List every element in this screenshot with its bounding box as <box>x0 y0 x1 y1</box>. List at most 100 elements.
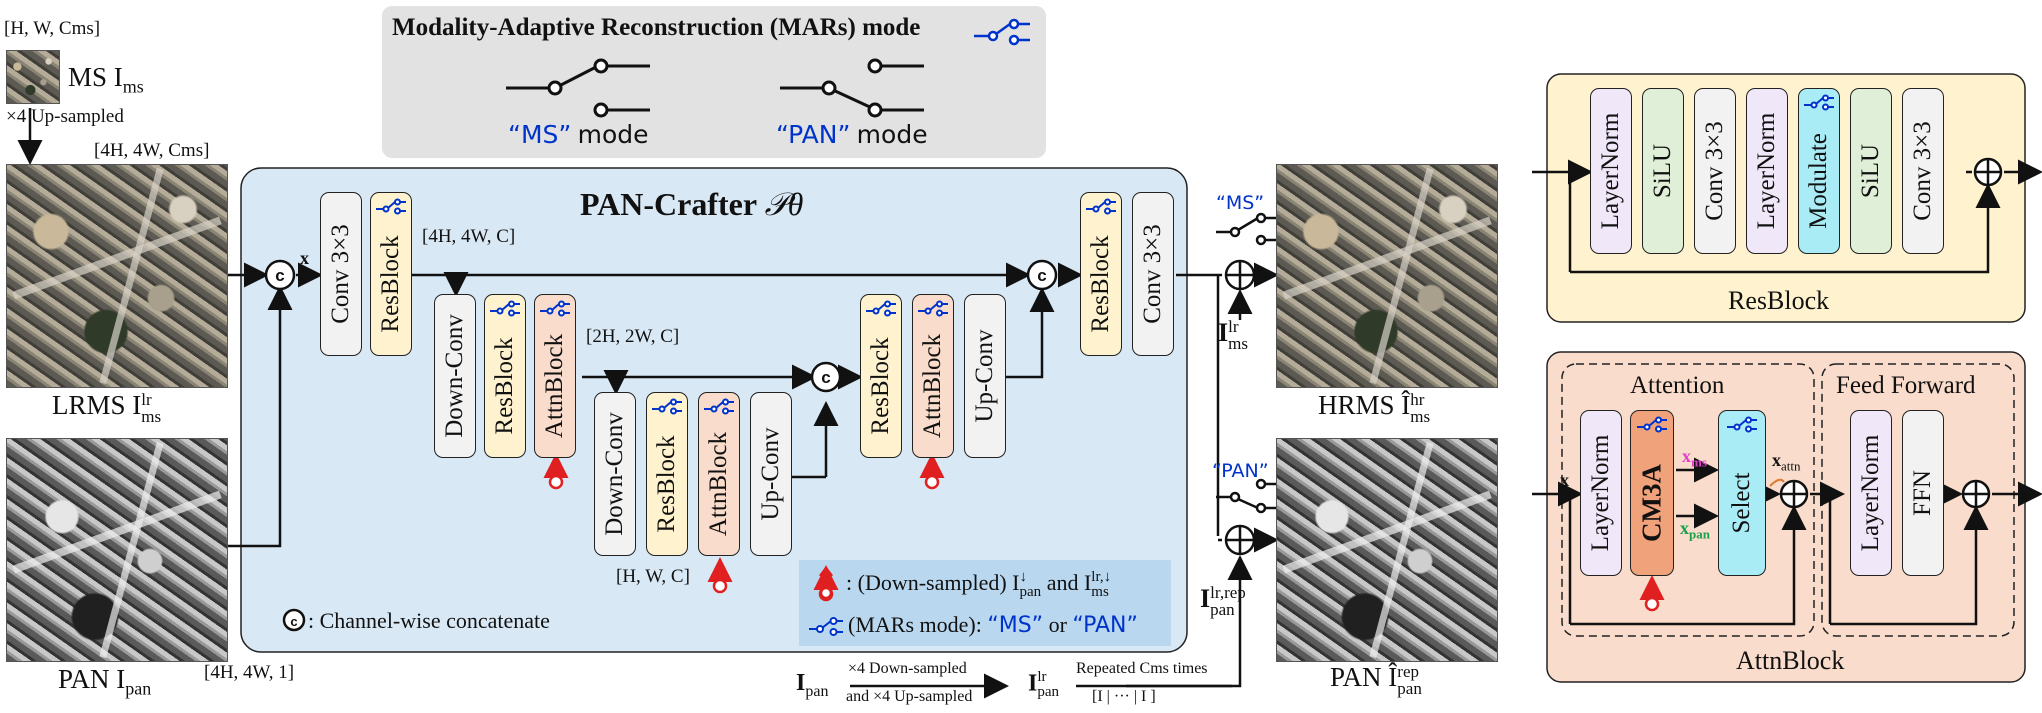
repeated-bottom: [I | ··· | I ] <box>1092 688 1156 705</box>
attnblock-detail-title: AttnBlock <box>1736 646 1845 675</box>
conv-out-label: Conv 3×3 <box>1139 224 1166 324</box>
legend-ms-sup: lr,↓ <box>1091 569 1112 585</box>
ffn-block: FFN <box>1902 410 1944 576</box>
upconv-level2: Up-Conv <box>964 294 1006 458</box>
switch-icon <box>652 398 682 415</box>
shape-level1: [4H, 4W, C] <box>422 226 516 247</box>
cm3a-label: CM3A <box>1636 463 1667 542</box>
ipan-lr-sub: pan <box>1037 684 1060 700</box>
ims-lr-sup: lr <box>1228 317 1239 337</box>
res-silu-1: SiLU <box>1642 88 1684 254</box>
downconv-label: Down-Conv <box>601 412 628 536</box>
switch-icon <box>866 300 896 317</box>
ms-input-label: MS Ims <box>68 62 144 97</box>
resblock-detail-title: ResBlock <box>1728 286 1830 315</box>
conv-in-label: Conv 3×3 <box>327 224 354 324</box>
res-item-label: SiLU <box>1649 143 1676 199</box>
output-switches <box>1216 212 1276 514</box>
resblock-level2-enc: ResBlock <box>484 294 526 458</box>
mars-legend-panel <box>382 6 1046 158</box>
attention-dashed-box <box>1561 363 1815 637</box>
switch-icon <box>1727 416 1757 433</box>
legend-pan-quote: “PAN” <box>1072 613 1138 638</box>
ms-shape-label: [H, W, Cms] <box>4 18 101 39</box>
upconv-level3: Up-Conv <box>750 392 792 556</box>
res-item-label: Conv 3×3 <box>1909 121 1936 221</box>
shape-level3: [H, W, C] <box>616 566 690 587</box>
ff-layernorm-label: LayerNorm <box>1857 434 1884 552</box>
ipan-lrrep-text: I <box>1200 584 1211 613</box>
switch-icon <box>376 198 406 215</box>
attnblock-label: AttnBlock <box>919 333 946 438</box>
ms-label-sub: ms <box>122 76 144 97</box>
hrms-label-sub: ms <box>1410 406 1431 426</box>
attn-layernorm-label: LayerNorm <box>1587 434 1614 552</box>
resblock-level1-dec: ResBlock <box>1080 192 1122 356</box>
x-attn-label: xattn <box>1772 450 1801 475</box>
output-ms-quote: “MS” <box>1216 192 1265 214</box>
pan-mode-caption: “PAN” mode <box>776 120 928 150</box>
select-block: Select <box>1718 410 1766 576</box>
attn-layernorm: LayerNorm <box>1580 410 1622 576</box>
network-title-symbol: 𝒫θ <box>764 186 804 222</box>
lrms-image <box>6 164 228 388</box>
legend-and-text: and I <box>1046 570 1092 596</box>
resblock-label: ResBlock <box>867 337 894 435</box>
resblock-label: ResBlock <box>377 235 404 333</box>
red-arrow-icon <box>819 566 833 600</box>
res-layernorm-2: LayerNorm <box>1746 88 1788 254</box>
legend-mars-text: (MARs mode): “MS” or “PAN” <box>848 612 1138 638</box>
mars-switch-icon <box>974 18 1030 46</box>
downconv-label: Down-Conv <box>441 314 468 438</box>
ms-mode-switch-diagram <box>506 58 650 118</box>
ipan-chain-sub: pan <box>805 682 829 700</box>
legend-pan-sub: pan <box>1019 584 1042 600</box>
res-item-label: Modulate <box>1805 132 1832 229</box>
switch-icon <box>490 300 520 317</box>
x-ms-text: x <box>1682 446 1691 466</box>
svg-text:c: c <box>275 266 284 285</box>
res-conv-2: Conv 3×3 <box>1902 88 1944 254</box>
switch-icon <box>1804 94 1834 111</box>
switch-icon <box>918 300 948 317</box>
downconv-level3: Down-Conv <box>594 392 636 556</box>
upconv-label: Up-Conv <box>971 329 998 423</box>
ffn-label: FFN <box>1909 470 1936 516</box>
lrms-label-sub: ms <box>141 406 162 426</box>
conv-in-block: Conv 3×3 <box>320 192 362 356</box>
x-pan-sub: pan <box>1689 526 1710 542</box>
pan-input-image <box>6 438 228 662</box>
mars-legend-switch-icon <box>809 617 843 636</box>
res-item-label: LayerNorm <box>1753 112 1780 230</box>
lrms-label-text: LRMS I <box>52 390 142 420</box>
ms-mode-quote: “MS” <box>508 120 572 149</box>
pan-mode-word: mode <box>856 120 928 149</box>
attnblock-level3: AttnBlock <box>698 392 740 556</box>
upsample-label: ×4 Up-sampled <box>6 106 124 127</box>
legend-pan-sup: ↓ <box>1019 569 1028 585</box>
ims-lr-text: I <box>1218 318 1229 347</box>
add-nodes-output <box>1224 259 1256 556</box>
x-attn-sub: attn <box>1781 458 1801 474</box>
legend-downsampled-prefix: : (Down-sampled) I <box>846 570 1020 596</box>
legend-or: or <box>1048 612 1067 637</box>
attnblock-label: AttnBlock <box>705 431 732 536</box>
shape-level2: [2H, 2W, C] <box>586 326 680 347</box>
hrms-output-image <box>1276 164 1498 388</box>
hrms-label-sup: hr <box>1410 389 1425 409</box>
ms-input-image <box>6 50 60 104</box>
switch-icon <box>1637 416 1667 433</box>
attnblock-label: AttnBlock <box>541 333 568 438</box>
pan-rep-output-image <box>1276 438 1498 662</box>
res-modulate: Modulate <box>1798 88 1840 254</box>
pan-label-sub: pan <box>125 678 152 699</box>
res-item-label: Conv 3×3 <box>1701 121 1728 221</box>
x-ms-label: xms <box>1682 446 1707 471</box>
attnblock-level2-enc: AttnBlock <box>534 294 576 458</box>
